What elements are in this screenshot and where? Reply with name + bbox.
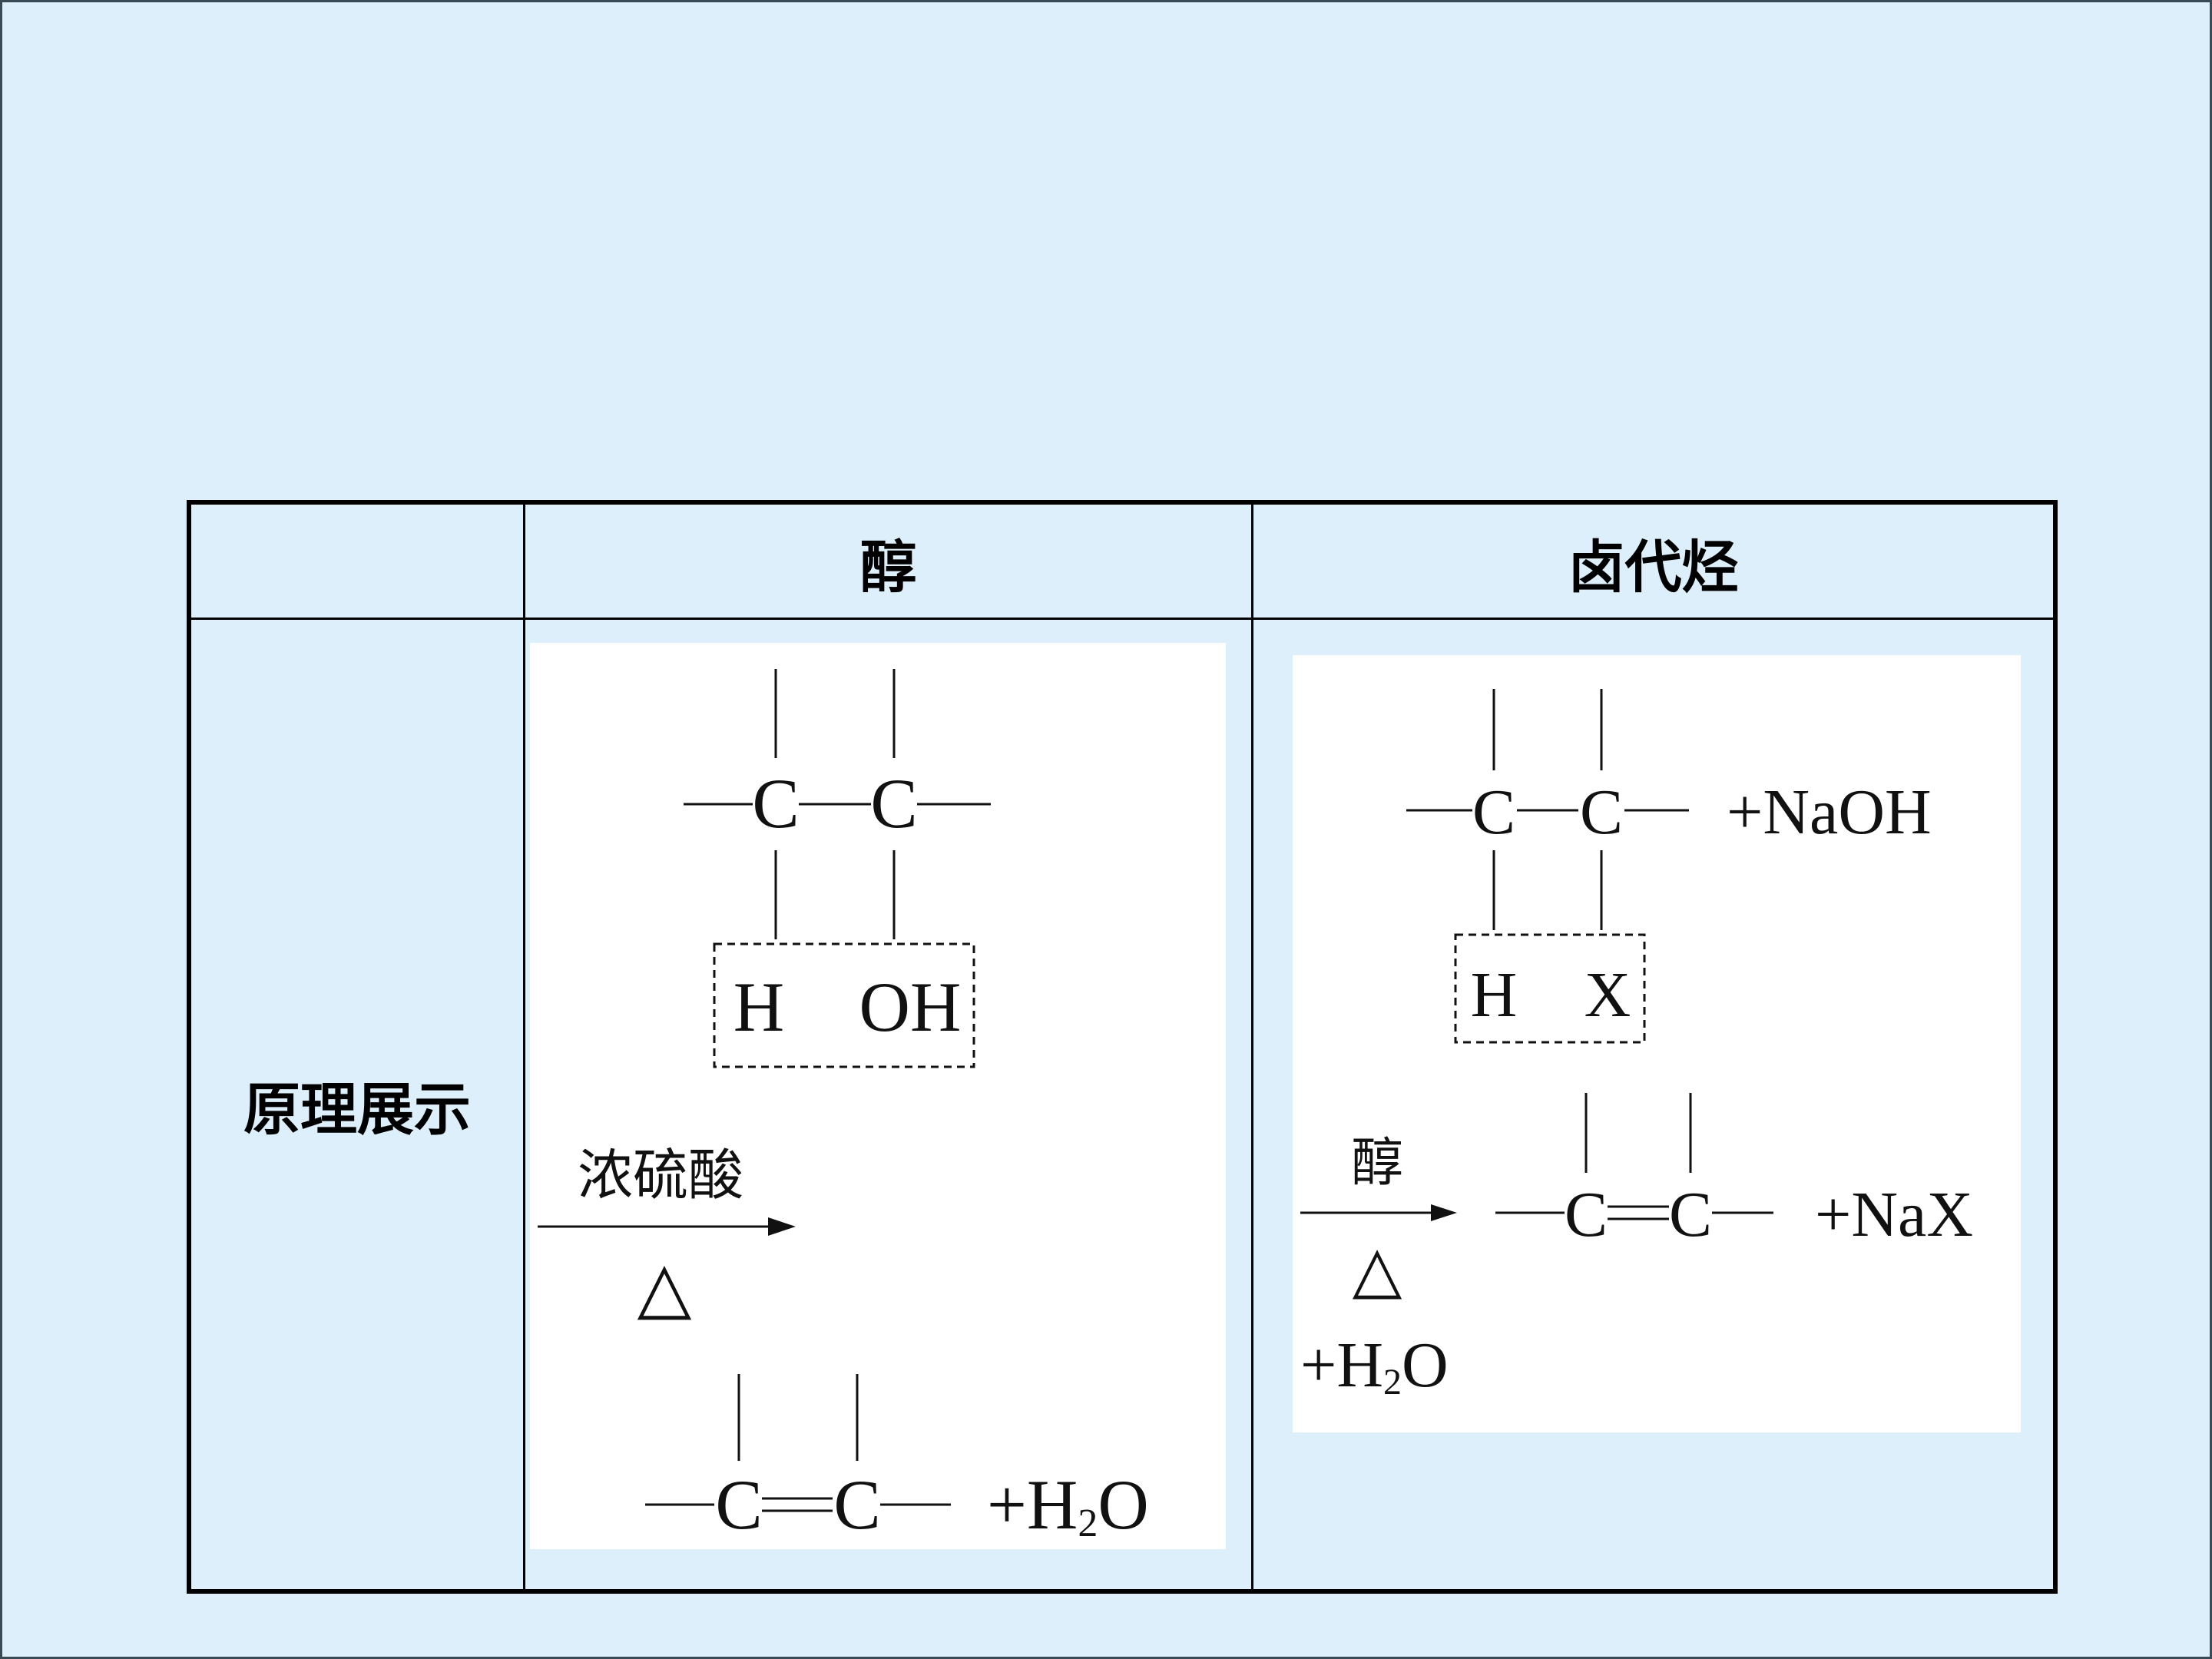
haloalkane-reaction-panel: C C +NaOH H X 醇 △ C C +NaX +H2O — [1293, 655, 2021, 1432]
haloalkane-reagent-naoh: +NaOH — [1727, 777, 1932, 848]
alcohol-carbon-1: C — [752, 764, 799, 843]
alcohol-carbon-2: C — [870, 764, 917, 843]
row-label-principle: 原理展示 — [243, 1076, 471, 1143]
alcohol-reaction-panel: C C H OH 浓硫酸 △ C C +H2O — [530, 643, 1226, 1549]
haloalkane-product-carbon-1: C — [1565, 1179, 1608, 1250]
haloalkane-byproduct-salt: +NaX — [1815, 1179, 1973, 1250]
alcohol-reaction-diagram: C C H OH 浓硫酸 △ C C +H2O — [538, 669, 1149, 1545]
header-haloalkane: 卤代烃 — [1568, 534, 1739, 601]
alcohol-product-carbon-2: C — [833, 1465, 880, 1544]
alcohol-condition-reagent: 浓硫酸 — [578, 1145, 743, 1207]
column-divider-1 — [523, 505, 525, 1589]
alcohol-condition-heat: △ — [637, 1248, 692, 1326]
haloalkane-product-carbon-2: C — [1669, 1179, 1712, 1250]
haloalkane-reaction-diagram: C C +NaOH H X 醇 △ C C +NaX +H2O — [1300, 689, 1973, 1402]
haloalkane-carbon-1: C — [1472, 777, 1515, 848]
haloalkane-leaving-x: X — [1584, 959, 1631, 1031]
haloalkane-carbon-2: C — [1580, 777, 1623, 848]
header-divider — [191, 618, 2053, 620]
comparison-table: 醇 卤代烃 原理展示 — [187, 500, 2058, 1594]
haloalkane-byproduct-water: +H2O — [1300, 1330, 1449, 1402]
alcohol-leaving-h: H — [733, 968, 784, 1046]
header-empty-cell — [191, 505, 523, 620]
header-alcohol: 醇 — [859, 534, 917, 601]
haloalkane-leaving-h: H — [1471, 959, 1518, 1031]
alcohol-product-carbon-1: C — [715, 1465, 762, 1544]
haloalkane-condition-solvent: 醇 — [1351, 1134, 1403, 1192]
haloalkane-condition-heat: △ — [1353, 1234, 1402, 1306]
column-divider-2 — [1251, 505, 1253, 1589]
alcohol-leaving-oh: OH — [859, 968, 962, 1046]
alcohol-byproduct-water: +H2O — [987, 1465, 1149, 1545]
